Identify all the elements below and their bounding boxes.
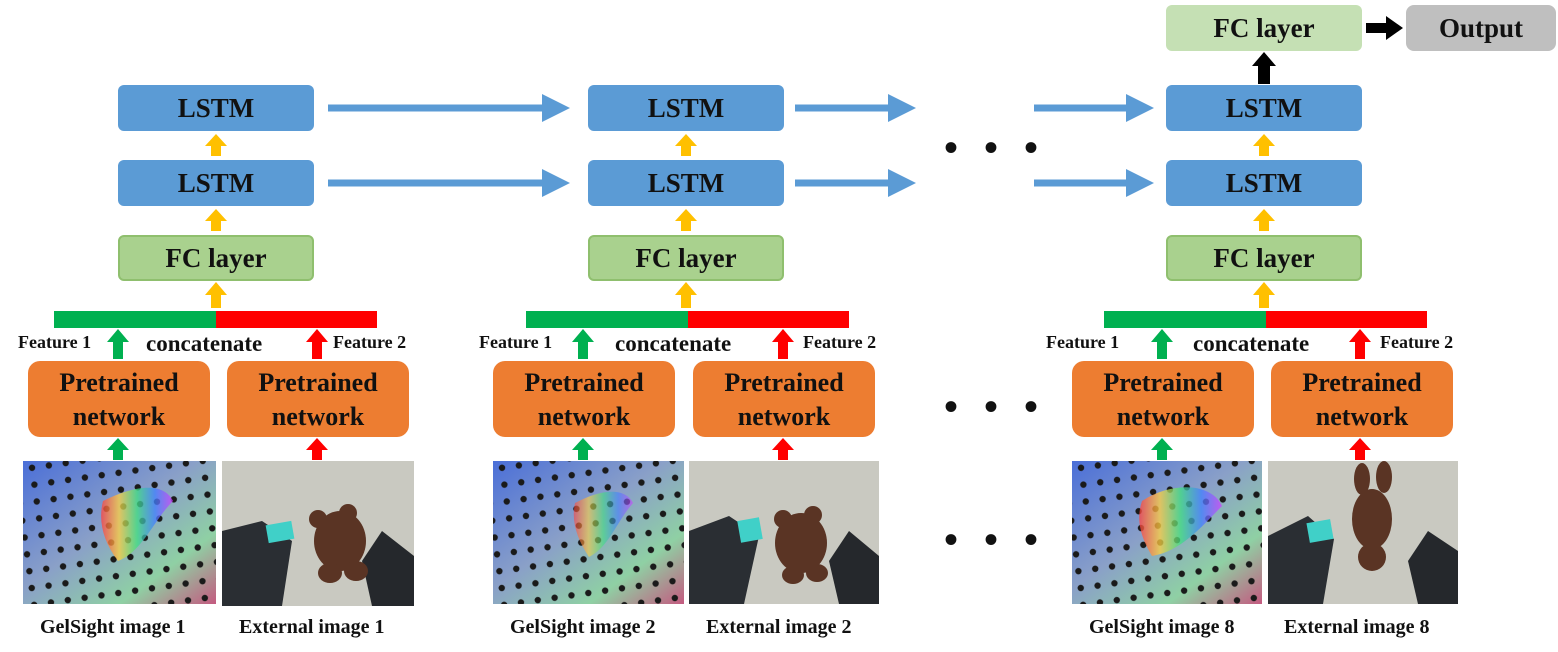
concatenate-label-8: concatenate (1193, 331, 1310, 356)
external-caption-8: External image 8 (1284, 616, 1430, 638)
gelsight-image-1 (23, 461, 216, 604)
lstm-lower-1: LSTM (118, 160, 314, 206)
feature2-bar-8 (1266, 311, 1427, 328)
gelsight-caption-8: GelSight image 8 (1089, 616, 1235, 638)
pretrained-network-external-8: Pretrained network (1271, 361, 1453, 437)
external-image-2 (689, 461, 879, 604)
fc-layer-output: FC layer (1166, 5, 1362, 51)
pretrained-network-gelsight-1: Pretrained network (28, 361, 210, 437)
feature2-label-8: Feature 2 (1380, 332, 1454, 352)
lstm-upper-8: LSTM (1166, 85, 1362, 131)
lstm-upper-2: LSTM (588, 85, 784, 131)
concatenate-label-1: concatenate (146, 331, 263, 356)
ellipsis-lstm: • • • (944, 125, 1047, 170)
pretrained-network-external-1: Pretrained network (227, 361, 409, 437)
feature1-bar-8 (1104, 311, 1266, 328)
pretrained-network-gelsight-2: Pretrained network (493, 361, 675, 437)
external-image-8 (1268, 461, 1458, 604)
feature1-label-1: Feature 1 (18, 332, 92, 352)
feature1-bar-2 (526, 311, 688, 328)
gelsight-image-2 (493, 461, 684, 604)
feature2-label-1: Feature 2 (333, 332, 407, 352)
feature1-bar-1 (54, 311, 216, 328)
flow-arrows (107, 16, 1403, 460)
lstm-upper-1: LSTM (118, 85, 314, 131)
output-box: Output (1406, 5, 1556, 51)
feature2-bar-1 (216, 311, 377, 328)
ellipsis-pretrained: • • • (944, 384, 1047, 429)
recurrent-arrows (328, 94, 1154, 197)
ellipsis-images: • • • (944, 517, 1047, 562)
pretrained-network-gelsight-8: Pretrained network (1072, 361, 1254, 437)
gelsight-caption-1: GelSight image 1 (40, 616, 186, 638)
fc-layer-2: FC layer (588, 235, 784, 281)
feature2-bar-2 (688, 311, 849, 328)
feature1-label-2: Feature 1 (479, 332, 553, 352)
concatenate-label-2: concatenate (615, 331, 732, 356)
pretrained-network-external-2: Pretrained network (693, 361, 875, 437)
gelsight-image-8 (1072, 461, 1262, 604)
external-caption-1: External image 1 (239, 616, 385, 638)
feature1-label-8: Feature 1 (1046, 332, 1120, 352)
fc-layer-1: FC layer (118, 235, 314, 281)
fc-layer-8: FC layer (1166, 235, 1362, 281)
lstm-lower-2: LSTM (588, 160, 784, 206)
feature2-label-2: Feature 2 (803, 332, 877, 352)
external-image-1 (222, 461, 414, 606)
external-caption-2: External image 2 (706, 616, 852, 638)
gelsight-caption-2: GelSight image 2 (510, 616, 656, 638)
lstm-lower-8: LSTM (1166, 160, 1362, 206)
